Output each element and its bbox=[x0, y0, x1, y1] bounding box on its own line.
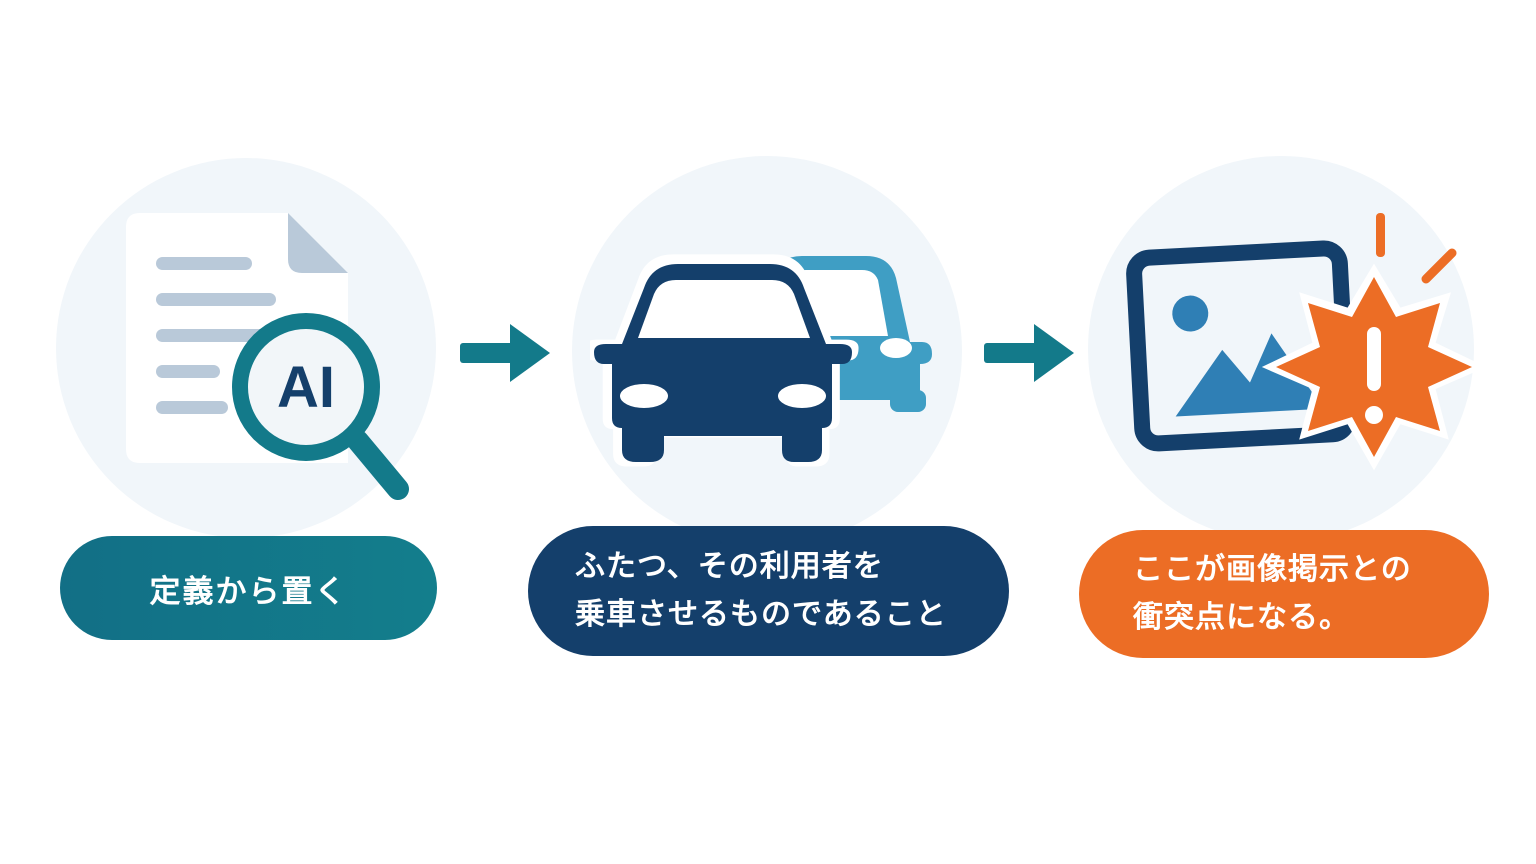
step-2-label-line-2: 乗車させるものであること bbox=[575, 597, 947, 632]
front-car-icon bbox=[590, 254, 859, 467]
ai-label: AI bbox=[277, 355, 335, 420]
step-1-label: 定義から置く bbox=[60, 536, 437, 640]
warning-burst-icon bbox=[1261, 213, 1487, 471]
step-3-label-line-2: 衝突点になる。 bbox=[1133, 600, 1350, 635]
step-1-label-text: 定義から置く bbox=[149, 573, 348, 610]
step-3-label: ここが画像掲示との 衝突点になる。 bbox=[1079, 530, 1489, 658]
document-ai-search-icon: AI bbox=[126, 213, 409, 500]
two-cars-icon bbox=[590, 254, 932, 467]
arrow-right-icon bbox=[460, 324, 550, 382]
step-2-label: ふたつ、その利用者を 乗車させるものであること bbox=[528, 526, 1009, 656]
image-warning-icon bbox=[1126, 213, 1487, 471]
step-3-label-line-1: ここが画像掲示との bbox=[1133, 552, 1412, 587]
step-2-label-line-1: ふたつ、その利用者を bbox=[575, 549, 884, 584]
arrow-right-icon bbox=[984, 324, 1074, 382]
